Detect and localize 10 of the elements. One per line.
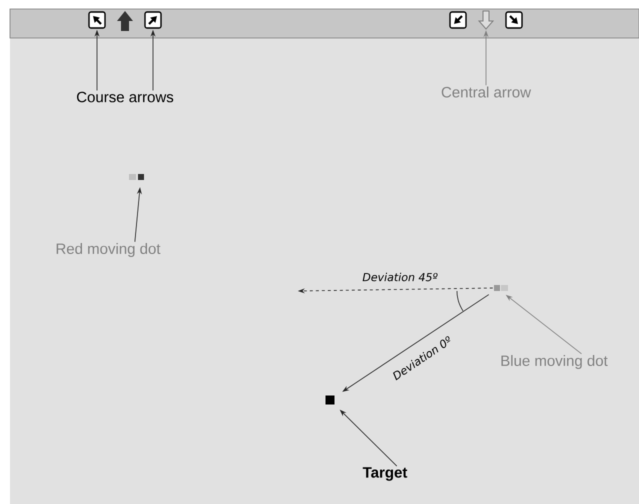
label-text: Central arrow [442, 86, 532, 98]
edge-label: Deviation 45º [362, 272, 438, 282]
label-text: Red moving dot [56, 243, 160, 257]
label-text: Blue moving dot [501, 355, 608, 369]
label-text: Target [362, 467, 408, 481]
moving-dot [494, 285, 508, 291]
label-text: Course arrows [77, 92, 174, 102]
target-square [326, 396, 334, 404]
central-arrow-icon [478, 10, 494, 30]
moving-dot [129, 174, 144, 180]
